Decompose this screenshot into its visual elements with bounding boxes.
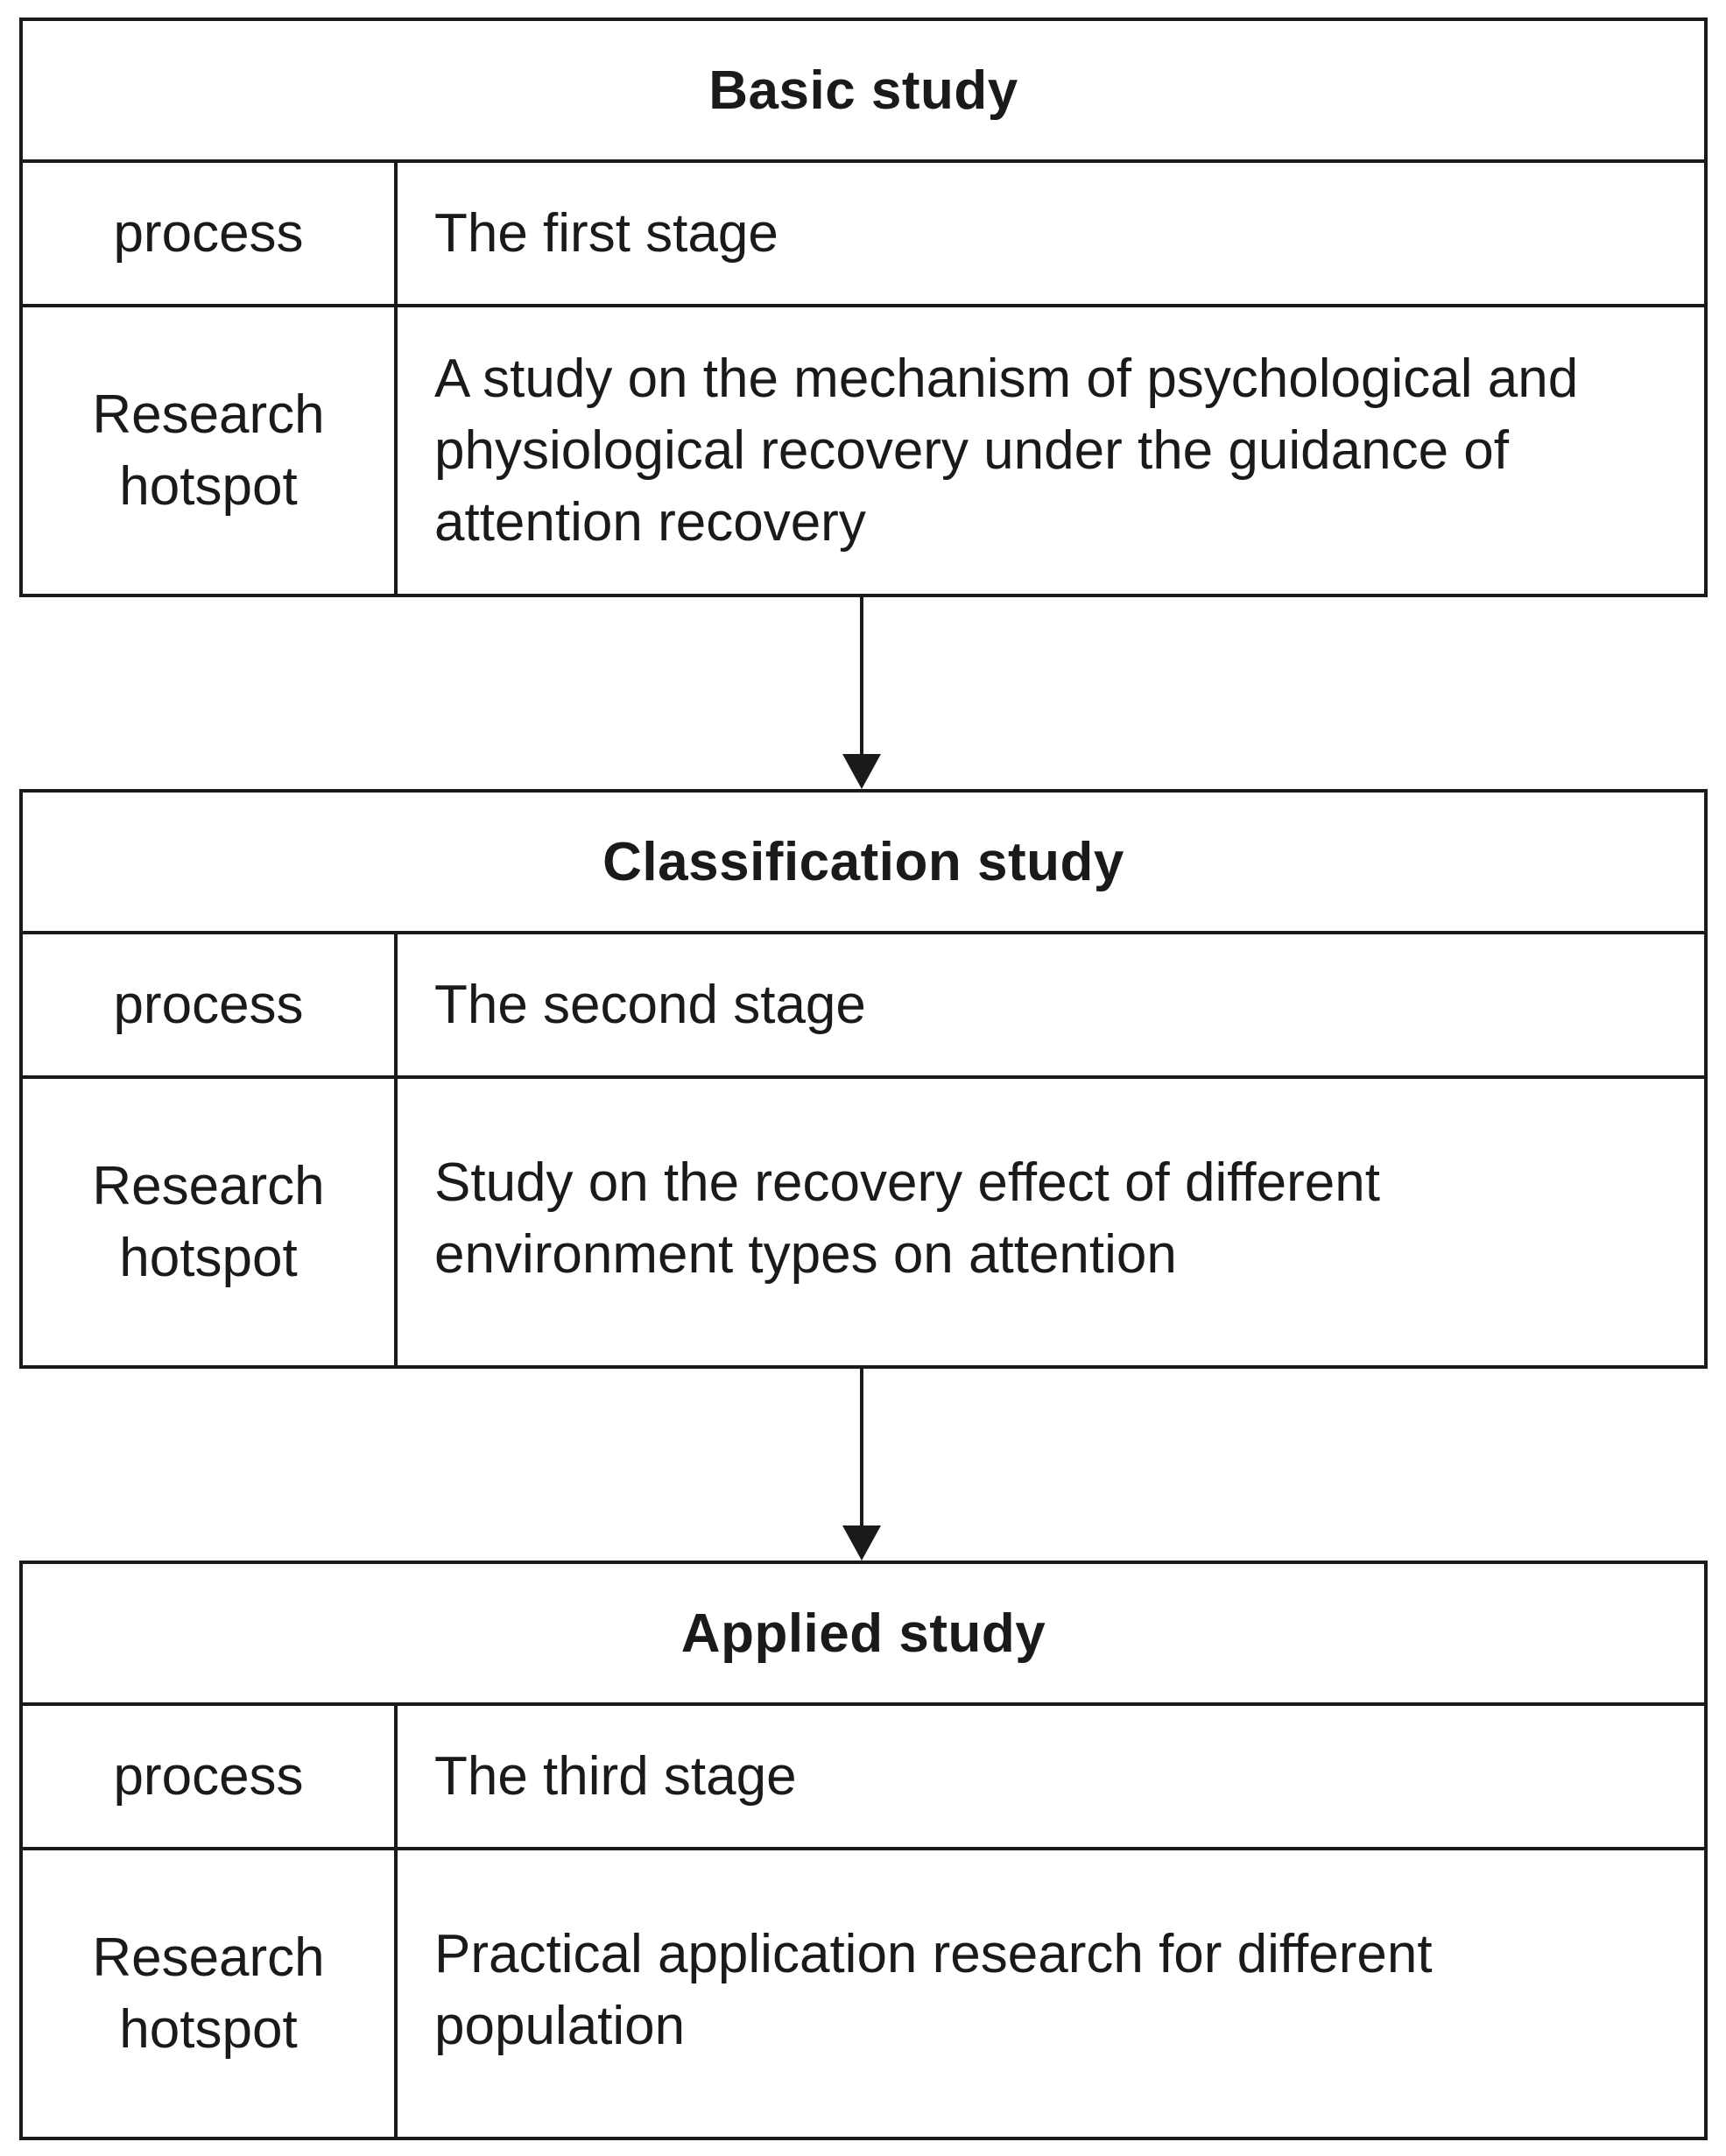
hotspot-value: A study on the mechanism of psychologica…	[434, 348, 1579, 553]
stage-applied-study: Applied study process The third stage Re…	[19, 1561, 1708, 2140]
process-value: The first stage	[434, 202, 778, 264]
process-row: process The first stage	[23, 163, 1704, 307]
process-label: process	[23, 934, 398, 1075]
stage-basic-study: Basic study process The first stage Rese…	[19, 18, 1708, 597]
hotspot-row: Research hotspot Practical application r…	[23, 1850, 1704, 2137]
hotspot-row: Research hotspot Study on the recovery e…	[23, 1079, 1704, 1365]
arrow-head-icon	[842, 754, 881, 789]
hotspot-row: Research hotspot A study on the mechanis…	[23, 307, 1704, 594]
hotspot-value: Practical application research for diffe…	[434, 1924, 1433, 2056]
arrow-line	[860, 1369, 863, 1527]
hotspot-label: Research hotspot	[23, 307, 398, 594]
arrow-line	[860, 597, 863, 756]
arrow-head-icon	[842, 1525, 881, 1561]
process-value: The third stage	[434, 1745, 797, 1807]
hotspot-label: Research hotspot	[23, 1850, 398, 2137]
stage-title: Basic study	[23, 21, 1704, 163]
process-value: The second stage	[434, 974, 866, 1035]
hotspot-label: Research hotspot	[23, 1079, 398, 1365]
hotspot-value: Study on the recovery effect of differen…	[434, 1152, 1380, 1285]
process-row: process The third stage	[23, 1706, 1704, 1850]
process-row: process The second stage	[23, 934, 1704, 1079]
process-label: process	[23, 1706, 398, 1847]
stage-title: Applied study	[23, 1564, 1704, 1706]
stage-title: Classification study	[23, 793, 1704, 934]
process-label: process	[23, 163, 398, 304]
stage-classification-study: Classification study process The second …	[19, 789, 1708, 1369]
